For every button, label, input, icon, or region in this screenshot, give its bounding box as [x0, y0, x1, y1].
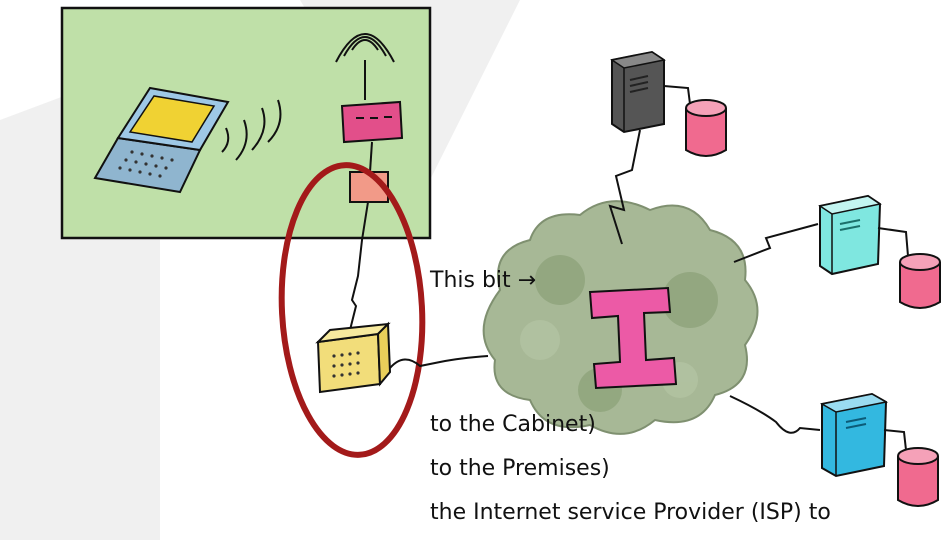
server-top-db-link — [663, 85, 691, 105]
caption-line-3: the Internet service Provider (ISP) to — [430, 500, 831, 525]
database-middle-icon — [899, 253, 941, 309]
server-middle-icon — [818, 194, 882, 276]
highlight-ellipse — [278, 162, 426, 458]
router-icon — [340, 100, 404, 144]
copper-line — [349, 201, 369, 331]
wifi-waves-icon — [221, 99, 282, 161]
caption-line-2: to the Premises) — [430, 456, 610, 481]
database-bottom-icon — [897, 447, 939, 507]
server-middle-link — [733, 223, 819, 263]
server-top-icon — [610, 50, 666, 134]
cabinet-cloud-link — [389, 355, 489, 369]
server-bottom-icon — [819, 392, 889, 478]
this-bit-label: This bit → — [430, 268, 537, 293]
server-bottom-link — [729, 395, 821, 434]
antenna-icon — [335, 33, 395, 100]
server-top-link — [608, 129, 641, 245]
server-bottom-db-link — [883, 429, 907, 451]
router-link — [369, 141, 373, 173]
caption-line-1: to the Cabinet) — [430, 412, 596, 437]
laptop-icon — [93, 86, 230, 194]
cloud-texture — [520, 255, 718, 412]
database-top-icon — [685, 99, 727, 157]
cabinet-icon — [315, 321, 392, 394]
server-middle-db-link — [877, 227, 909, 257]
internet-hub-icon — [588, 286, 678, 390]
